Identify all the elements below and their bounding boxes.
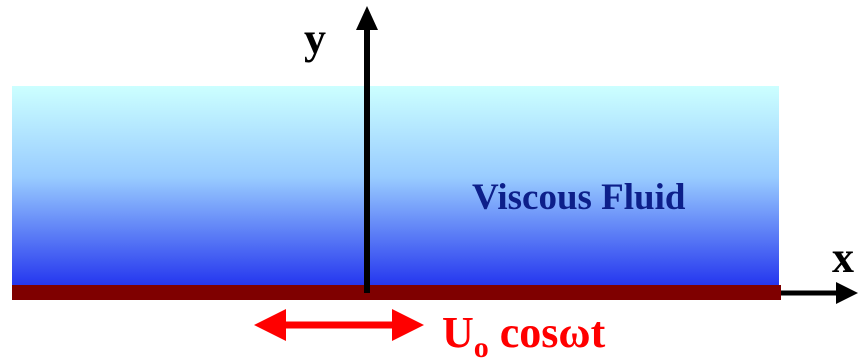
velocity-arrowhead-right	[392, 309, 424, 341]
x-axis-label: x	[832, 233, 854, 282]
viscous-fluid-region	[12, 86, 779, 288]
fluid-label: Viscous Fluid	[472, 177, 686, 218]
velocity-expression: cosωt	[489, 308, 606, 357]
velocity-label: Uo cosωt	[442, 308, 606, 364]
velocity-subscript: o	[474, 331, 489, 364]
y-axis-label: y	[304, 14, 326, 63]
velocity-symbol: U	[442, 308, 474, 357]
y-axis-arrowhead	[356, 6, 378, 30]
x-axis-arrowhead	[836, 282, 858, 304]
velocity-arrowhead-left	[254, 309, 286, 341]
oscillating-plate	[12, 285, 781, 300]
